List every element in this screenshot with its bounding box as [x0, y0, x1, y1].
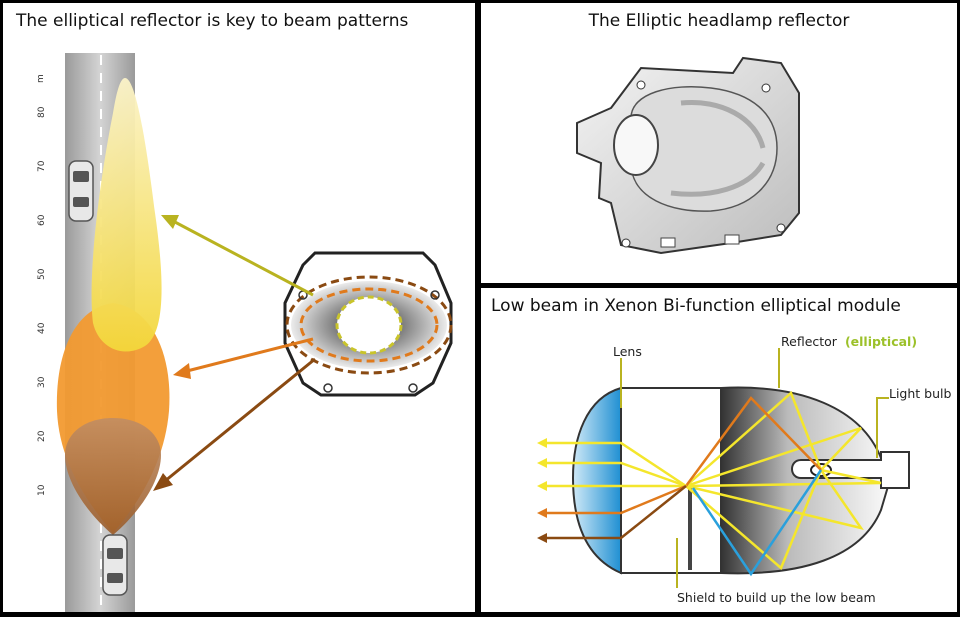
reflector-front-view: [283, 251, 453, 397]
light-rays: [541, 390, 882, 577]
module-panel-title: Low beam in Xenon Bi-function elliptical…: [491, 296, 901, 316]
beam-pattern-panel: The elliptical reflector is key to beam …: [3, 3, 475, 612]
lens: [571, 386, 622, 575]
scale-tick-50: 50: [37, 268, 47, 280]
ray-arrowheads: [537, 438, 547, 543]
reflector-label-qualifier: (elliptical): [845, 334, 917, 349]
scale-tick-60: 60: [37, 214, 47, 226]
reflector-panel: The Elliptic headlamp reflector: [481, 3, 957, 283]
own-car: [102, 534, 128, 596]
beam-panel-title: The elliptical reflector is key to beam …: [16, 11, 409, 31]
scale-tick-10: 10: [37, 484, 47, 496]
orange-zone-ellipse: [299, 287, 439, 363]
reflector-panel-title: The Elliptic headlamp reflector: [588, 11, 850, 31]
distance-scale: m 10 20 30 40 50 60 70 80: [36, 74, 47, 496]
scale-tick-70: 70: [37, 160, 47, 172]
zone-arrows: [153, 215, 316, 491]
beam-pattern: [56, 78, 170, 535]
light-bulb: [791, 451, 910, 489]
light-bulb-label: Light bulb: [889, 386, 951, 401]
brown-beam-zone: [65, 418, 161, 535]
module-cross-section: Lens Reflector (elliptical) Light bulb S…: [537, 334, 951, 605]
shield: [688, 488, 692, 570]
reflector-3d-drawing: [576, 56, 800, 255]
reflector-label-text: Reflector: [781, 334, 838, 349]
scale-tick-40: 40: [37, 322, 47, 334]
scale-tick-80: 80: [37, 106, 47, 118]
beam-pattern-diagram: m 10 20 30 40 50 60 70 80: [36, 53, 453, 612]
yellow-zone-ellipse: [335, 295, 403, 355]
brown-zone-ellipse: [285, 275, 453, 375]
lens-label: Lens: [613, 344, 642, 359]
scale-tick-20: 20: [37, 430, 47, 442]
scale-unit: m: [36, 74, 46, 83]
reflector-label: Reflector (elliptical): [781, 334, 917, 349]
scale-tick-30: 30: [37, 376, 47, 388]
yellow-beam-zone: [91, 78, 162, 352]
module-panel: Low beam in Xenon Bi-function elliptical…: [481, 288, 957, 612]
oncoming-car: [68, 160, 94, 222]
shield-label: Shield to build up the low beam: [677, 590, 876, 605]
